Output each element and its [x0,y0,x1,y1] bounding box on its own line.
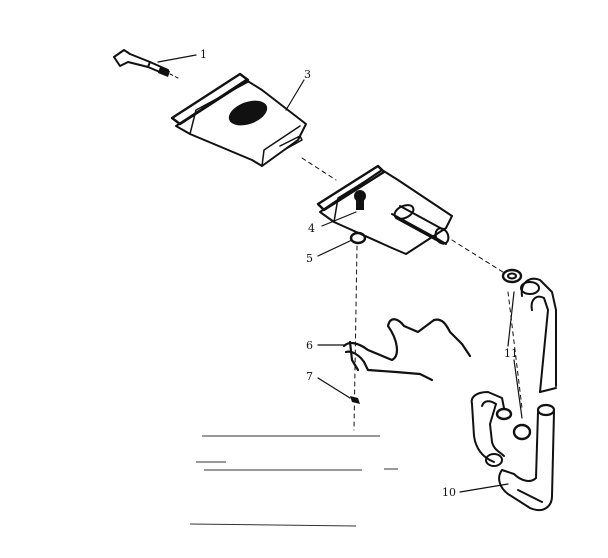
callout-3: 3 [304,68,311,81]
valve-body [316,164,453,255]
callout-11: 11 [504,347,518,360]
page-rules [189,435,398,527]
leader-lines [157,54,523,493]
callout-10: 10 [442,486,456,499]
callout-5: 5 [306,252,313,265]
callout-7: 7 [306,370,313,383]
part-6-wire-spring [342,318,472,382]
part-7-fastener [350,396,360,404]
part-3-housing-cover [170,72,307,167]
callout-6: 6 [306,339,313,352]
callout-1: 1 [200,48,207,61]
part-10-lower-hose [470,391,556,512]
hose-upper [520,277,557,393]
part-1-lever [113,49,181,80]
callout-4: 4 [308,222,315,235]
part-11-clamps [495,268,532,441]
